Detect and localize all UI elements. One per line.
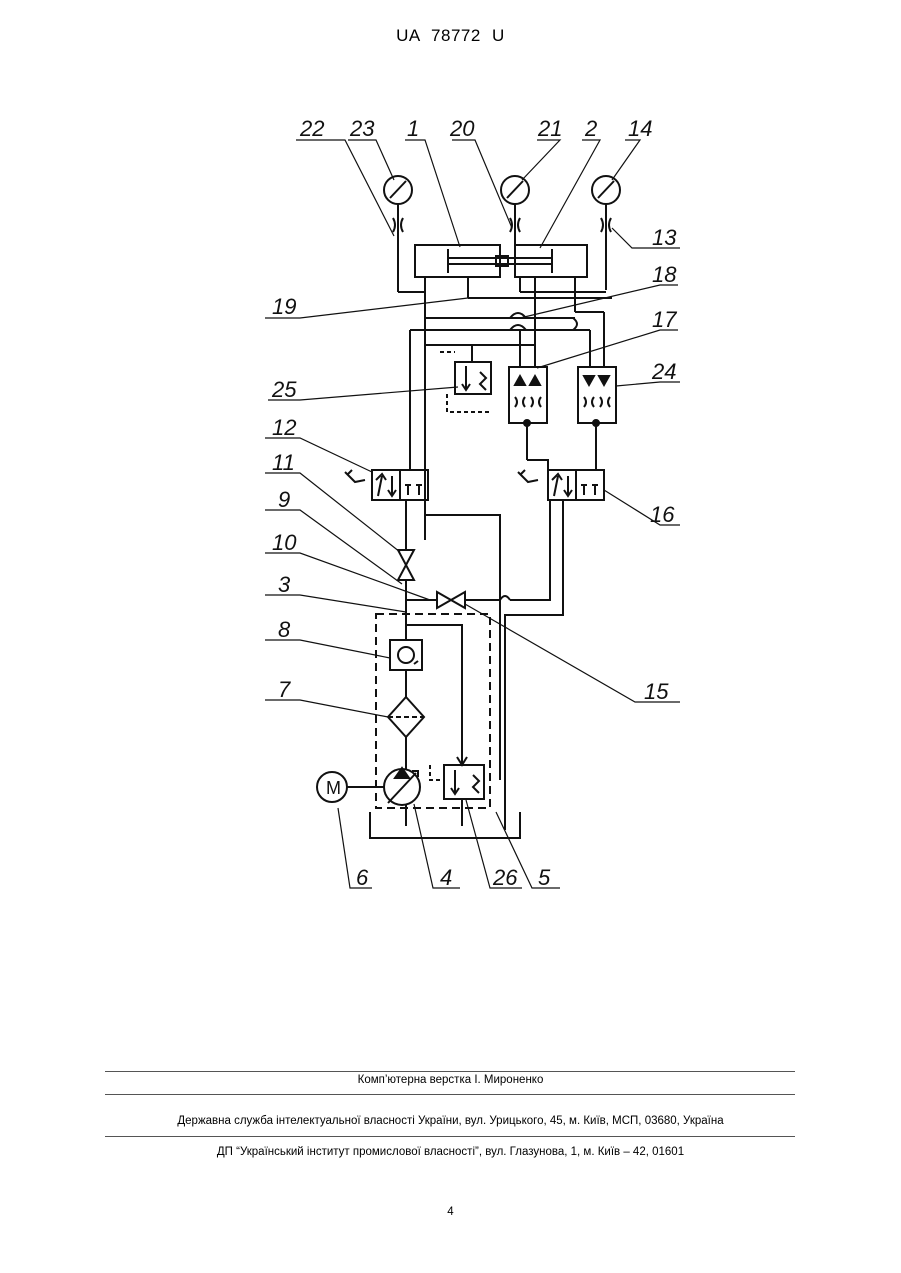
label-25: 25	[271, 377, 297, 402]
shutoff-valve-11	[398, 550, 414, 580]
rule-top	[105, 1071, 795, 1072]
label-6: 6	[356, 865, 369, 890]
label-14: 14	[628, 116, 652, 141]
directional-valve-12	[345, 470, 428, 500]
label-7: 7	[278, 677, 291, 702]
relief-valve-26	[430, 765, 484, 826]
label-8: 8	[278, 617, 291, 642]
relief-valve-25	[440, 345, 491, 412]
label-24: 24	[651, 359, 676, 384]
check-valve-8	[390, 640, 422, 670]
shutoff-valve-15	[437, 592, 465, 608]
label-2: 2	[584, 116, 597, 141]
label-23: 23	[349, 116, 375, 141]
label-5: 5	[538, 865, 551, 890]
rule-bottom	[105, 1136, 795, 1137]
label-20: 20	[449, 116, 475, 141]
label-16: 16	[650, 502, 675, 527]
label-1: 1	[407, 116, 419, 141]
hydraulic-cylinder-1	[415, 245, 500, 277]
label-11: 11	[272, 450, 295, 475]
variable-pump-4	[384, 768, 420, 805]
pressure-gauge-14	[592, 176, 620, 204]
motor-letter: M	[326, 778, 341, 798]
label-13: 13	[652, 225, 677, 250]
hydraulic-cylinder-2	[515, 245, 587, 277]
label-18: 18	[652, 262, 677, 287]
institute-address: ДП “Український інститут промислової вла…	[0, 1146, 901, 1158]
label-15: 15	[644, 679, 669, 704]
pressure-gauge-21	[501, 176, 529, 204]
label-17: 17	[652, 307, 677, 332]
agency-address: Державна служба інтелектуальної власност…	[0, 1115, 901, 1127]
label-12: 12	[272, 415, 296, 440]
filter-7	[388, 697, 424, 737]
rule-mid	[105, 1094, 795, 1095]
label-26: 26	[492, 865, 518, 890]
layout-credit: Комп’ютерна верстка І. Мироненко	[0, 1074, 901, 1086]
label-3: 3	[278, 572, 291, 597]
label-21: 21	[537, 116, 562, 141]
label-9: 9	[278, 487, 290, 512]
page-number: 4	[0, 1206, 901, 1218]
check-valve-block-17	[509, 367, 547, 426]
directional-valve-16	[518, 470, 604, 500]
label-22: 22	[299, 116, 324, 141]
check-valve-block-24	[578, 367, 616, 426]
pressure-gauge-23	[384, 176, 412, 204]
label-4: 4	[440, 865, 452, 890]
label-19: 19	[272, 294, 296, 319]
label-10: 10	[272, 530, 297, 555]
